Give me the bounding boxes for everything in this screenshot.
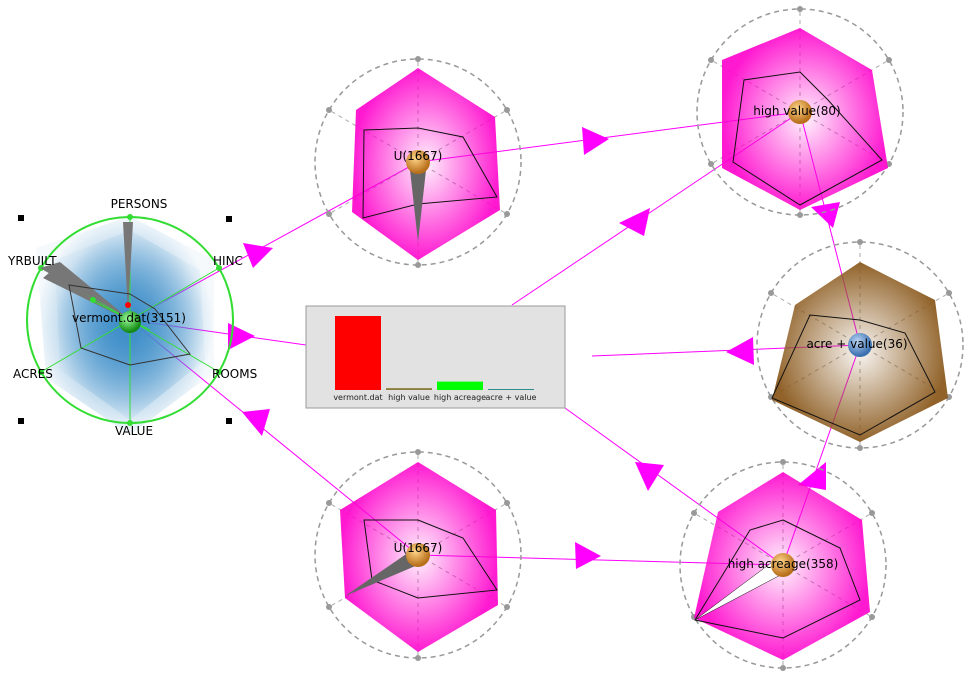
cluster-axis-markers xyxy=(708,6,892,218)
histogram-bar[interactable] xyxy=(335,316,381,390)
cluster-core-icon[interactable] xyxy=(406,150,430,174)
arrow-root-histogram xyxy=(228,323,255,350)
root-node[interactable]: PERSONS HINC ROOMS VALUE ACRES YRBUILT v… xyxy=(7,197,257,438)
axis-label-persons: PERSONS xyxy=(111,197,168,211)
cluster-core-icon[interactable] xyxy=(788,100,812,124)
cluster-profile xyxy=(694,519,861,639)
root-spike-yrbuilt xyxy=(40,262,128,318)
cluster-core-icon[interactable] xyxy=(771,553,795,577)
histogram-bar-label: high value xyxy=(388,393,430,402)
edge-arrows xyxy=(228,127,840,569)
histogram-bar-label: high acreage xyxy=(434,393,486,402)
selection-handle-tr[interactable] xyxy=(226,216,232,222)
cluster-node-u2[interactable]: U(1667) xyxy=(314,449,522,661)
axis-label-hinc: HINC xyxy=(213,254,243,268)
cluster-profile xyxy=(363,519,498,599)
cluster-axis-markers xyxy=(326,449,510,661)
cluster-label: high acreage(358) xyxy=(728,557,839,571)
arrow-histogram-acre-value xyxy=(726,337,754,365)
cluster-range-circle xyxy=(314,58,522,266)
axis-label-rooms: ROOMS xyxy=(212,367,257,381)
histogram-bar-label: acre + value xyxy=(486,393,537,402)
arrow-high-acreage-acre-value xyxy=(798,462,826,490)
root-core-icon[interactable] xyxy=(119,311,141,333)
cluster-core-icon[interactable] xyxy=(406,543,430,567)
arrow-root-u2 xyxy=(242,409,270,436)
selection-handle-tl[interactable] xyxy=(18,215,24,221)
arrow-root-u1 xyxy=(243,243,273,268)
axis-label-yrbuilt: YRBUILT xyxy=(7,254,57,268)
cluster-range-circle xyxy=(696,8,904,216)
cluster-profile xyxy=(771,314,936,436)
arrow-u2-high-acreage xyxy=(575,542,601,569)
cluster-core-icon[interactable] xyxy=(848,333,872,357)
cluster-profile xyxy=(732,71,883,206)
selection-handle-bl[interactable] xyxy=(18,418,24,424)
arrow-u1-high-value xyxy=(582,127,609,155)
root-node-label: vermont.dat(3151) xyxy=(72,311,186,325)
root-mean-profile xyxy=(68,284,191,366)
cluster-label: U(1667) xyxy=(394,149,443,163)
arrow-histogram-high-acreage xyxy=(635,462,664,491)
cluster-label: acre + value(36) xyxy=(806,337,907,351)
axis-label-acres: ACRES xyxy=(13,367,53,381)
root-marker xyxy=(125,302,131,308)
cluster-node-acre-value[interactable]: acre + value(36) xyxy=(756,239,964,451)
cluster-node-high-value[interactable]: high value(80) xyxy=(696,6,904,218)
arrow-high-value-acre-value xyxy=(811,202,840,228)
cluster-range-circle xyxy=(679,461,887,669)
cluster-label: high value(80) xyxy=(753,104,840,118)
arrow-histogram-high-value xyxy=(619,208,650,236)
cluster-axis-markers xyxy=(326,56,510,268)
histogram-bar[interactable] xyxy=(488,389,534,390)
histogram-bar[interactable] xyxy=(437,381,483,390)
cluster-range-circle xyxy=(756,241,964,449)
root-marker xyxy=(90,297,96,303)
root-axis-markers xyxy=(38,214,222,426)
cluster-label: U(1667) xyxy=(394,541,443,555)
cluster-spike xyxy=(345,548,420,596)
selection-handle-br[interactable] xyxy=(226,418,232,424)
cluster-node-high-acreage[interactable]: high acreage(358) xyxy=(679,459,887,671)
cluster-range-circle xyxy=(314,451,522,659)
cluster-spike xyxy=(410,170,426,242)
root-spike-persons xyxy=(123,222,133,312)
histogram-bar-label: vermont.dat xyxy=(333,393,382,402)
axis-label-value: VALUE xyxy=(115,424,153,438)
histogram-bar[interactable] xyxy=(386,388,432,390)
cluster-node-u1[interactable]: U(1667) xyxy=(314,56,522,268)
